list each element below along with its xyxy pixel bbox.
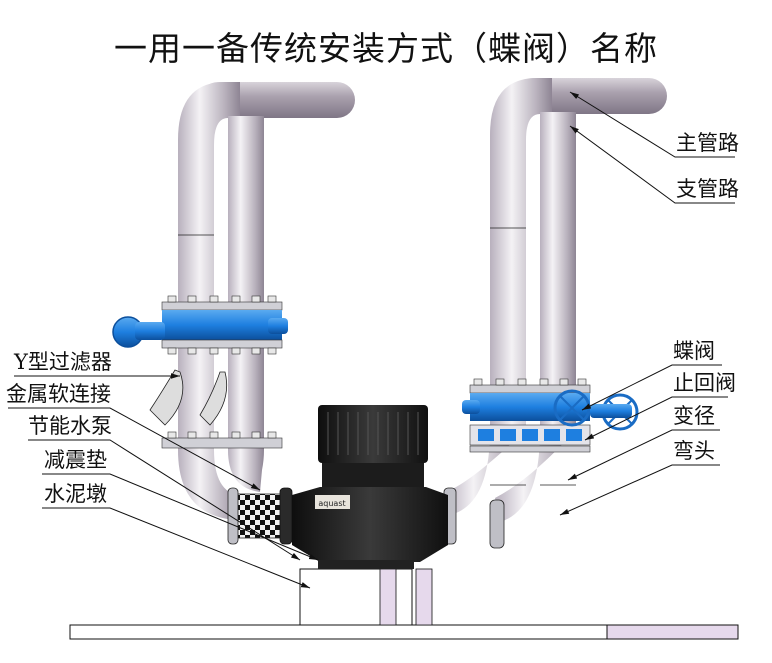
left-branch-pipe (228, 116, 264, 450)
y-strainer (149, 369, 184, 426)
concrete-pier (69, 568, 739, 640)
diagram-title: 一用一备传统安装方式（蝶阀）名称 (114, 29, 658, 68)
left-butterfly-valve (162, 310, 282, 340)
pump-brand-plate (315, 495, 350, 509)
label-reducer: 变径 (673, 404, 715, 428)
label-metal-flex-joint: 金属软连接 (6, 382, 111, 406)
label-butterfly-valve: 蝶阀 (673, 339, 715, 363)
label-main-pipe: 主管路 (676, 131, 739, 155)
label-concrete-pier: 水泥墩 (44, 482, 107, 506)
leader-lines-right (559, 91, 735, 516)
right-main-pipe (515, 78, 667, 114)
leader-lines-left (8, 373, 319, 589)
label-check-valve: 止回阀 (673, 371, 736, 395)
label-energy-pump: 节能水泵 (28, 414, 112, 438)
right-pipe-assembly (445, 78, 667, 522)
label-elbow: 弯头 (673, 439, 715, 463)
left-pipe-assembly (112, 82, 355, 520)
damping-pad (318, 560, 414, 569)
pump-motor (318, 405, 428, 463)
label-branch-pipe: 支管路 (676, 177, 739, 201)
label-damping-pad: 减震垫 (44, 448, 107, 472)
label-y-strainer: Y型过滤器 (14, 350, 112, 374)
energy-saving-pump: aquast (292, 405, 448, 569)
right-branch-pipe (540, 112, 576, 432)
pump-brand: aquast (318, 499, 345, 508)
